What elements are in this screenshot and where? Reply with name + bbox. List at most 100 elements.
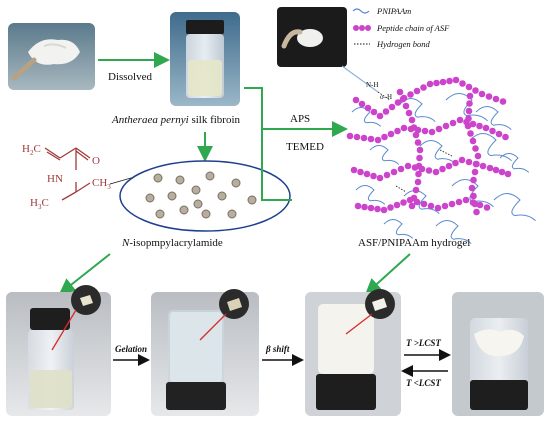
peptide-bead bbox=[441, 202, 449, 210]
peptide-bead bbox=[473, 160, 480, 168]
peptide-bead bbox=[412, 186, 420, 194]
peptide-bead bbox=[479, 162, 487, 170]
hydrogel-label: ASF/PNIPAAm hydrogel bbox=[358, 237, 470, 249]
peptide-bead bbox=[415, 170, 422, 178]
hydrogel-to-photo-arrow bbox=[365, 253, 411, 295]
peptide-bead bbox=[350, 166, 358, 174]
peptide-bead bbox=[380, 206, 388, 214]
peptide-bead bbox=[465, 158, 473, 166]
legend-hbond: Hydrogen bond bbox=[376, 39, 431, 49]
vial-photo-beta-shift bbox=[305, 289, 401, 416]
monomer-to-gel-arrow bbox=[58, 253, 111, 295]
aps-label: APS bbox=[290, 113, 310, 125]
peptide-bead bbox=[374, 136, 382, 144]
peptide-bead bbox=[459, 80, 466, 87]
peptide-bead bbox=[428, 128, 436, 136]
pnipaam-chain bbox=[419, 140, 456, 164]
temed-label: TEMED bbox=[286, 141, 324, 153]
peptide-bead bbox=[485, 93, 493, 100]
nipaam-structure bbox=[44, 147, 91, 201]
peptide-bead bbox=[400, 199, 407, 206]
peptide-bead bbox=[363, 170, 371, 178]
peptide-bead bbox=[388, 103, 396, 111]
peptide-bead bbox=[397, 165, 405, 173]
peptide-bead bbox=[492, 95, 500, 103]
vial-photo-gelation bbox=[151, 289, 259, 416]
peptide-bead bbox=[456, 116, 464, 124]
peptide-bead bbox=[382, 108, 390, 115]
pnipaam-chain bbox=[445, 93, 488, 122]
peptide-bead bbox=[394, 99, 402, 106]
peptide-bead bbox=[446, 77, 453, 85]
hydrogel-inset-photo bbox=[277, 7, 347, 67]
peptide-bead bbox=[465, 107, 473, 115]
peptide-bead bbox=[414, 178, 422, 186]
gelation-label: Gelation bbox=[115, 344, 147, 354]
pnipaam-chain bbox=[451, 179, 494, 208]
oh-bond-label: o–H bbox=[380, 93, 392, 101]
peptide-bead bbox=[374, 205, 381, 213]
peptide-bead bbox=[474, 152, 482, 160]
peptide-bead bbox=[416, 146, 424, 154]
peptide-bead bbox=[360, 134, 368, 142]
pnipaam-chain bbox=[499, 153, 530, 173]
peptide-bead bbox=[364, 104, 372, 112]
peptide-bead bbox=[495, 130, 503, 138]
peptide-bead bbox=[504, 170, 512, 178]
peptide-bead bbox=[470, 176, 477, 184]
beta-shift-label: β shift bbox=[265, 344, 290, 354]
peptide-bead bbox=[390, 168, 398, 176]
peptide-bead bbox=[469, 120, 477, 128]
peptide-bead bbox=[420, 84, 427, 91]
hydrogen-bond bbox=[439, 149, 453, 157]
silk-fibroin-photo bbox=[8, 23, 95, 90]
network-legend: PNIPAAm Peptide chain of ASF Hydrogen bo… bbox=[352, 6, 450, 49]
legend-peptide: Peptide chain of ASF bbox=[376, 23, 450, 33]
peptide-bead bbox=[413, 87, 421, 95]
peptide-bead bbox=[442, 122, 450, 130]
peptide-bead bbox=[415, 162, 423, 170]
peptide-bead bbox=[407, 91, 414, 98]
peptide-bead bbox=[394, 127, 401, 135]
monomer-label: N-isopmpylacrylamide bbox=[121, 237, 223, 249]
peptide-bead bbox=[408, 202, 416, 210]
peptide-bead bbox=[482, 124, 490, 132]
silk-fibroin-label: Antheraea pernyi silk fibroin bbox=[111, 114, 241, 126]
peptide-bead bbox=[405, 109, 413, 117]
peptide-bead bbox=[370, 108, 378, 116]
peptide-bead bbox=[426, 80, 434, 88]
h3c-label: H3C bbox=[30, 197, 49, 211]
peptide-bead bbox=[498, 168, 506, 176]
peptide-bead bbox=[346, 132, 354, 140]
peptide-bead bbox=[404, 162, 412, 170]
peptide-bead bbox=[468, 184, 476, 192]
peptide-bead bbox=[471, 200, 479, 208]
peptide-bead bbox=[427, 202, 435, 210]
h2c-label: H2C bbox=[22, 143, 41, 157]
peptide-bead bbox=[367, 204, 375, 212]
peptide-bead bbox=[472, 145, 479, 152]
below-lcst-label: T <LCST bbox=[406, 378, 441, 388]
peptide-bead bbox=[467, 130, 474, 137]
peptide-bead bbox=[435, 125, 443, 133]
peptide-bead bbox=[466, 92, 474, 100]
inset-pointer bbox=[341, 65, 379, 93]
hydrogen-bond bbox=[377, 91, 391, 101]
peptide-bead bbox=[502, 133, 509, 141]
vial-photo-solution bbox=[6, 285, 111, 416]
peptide-bead bbox=[352, 96, 360, 104]
peptide-bead bbox=[439, 165, 446, 173]
peptide-bead bbox=[478, 90, 486, 98]
dissolved-fibroin-vial-photo bbox=[170, 12, 240, 106]
peptide-bead bbox=[383, 171, 391, 179]
pnipaam-chain bbox=[475, 106, 512, 130]
peptide-bead bbox=[421, 127, 429, 135]
nh-label: HN bbox=[47, 173, 63, 185]
pnipaam-chain bbox=[399, 98, 436, 122]
peptide-bead bbox=[476, 122, 483, 130]
pnipaam-chain bbox=[351, 107, 382, 127]
vial-photo-above-lcst bbox=[452, 292, 544, 416]
peptide-bead bbox=[354, 202, 362, 210]
peptide-bead bbox=[449, 119, 457, 127]
